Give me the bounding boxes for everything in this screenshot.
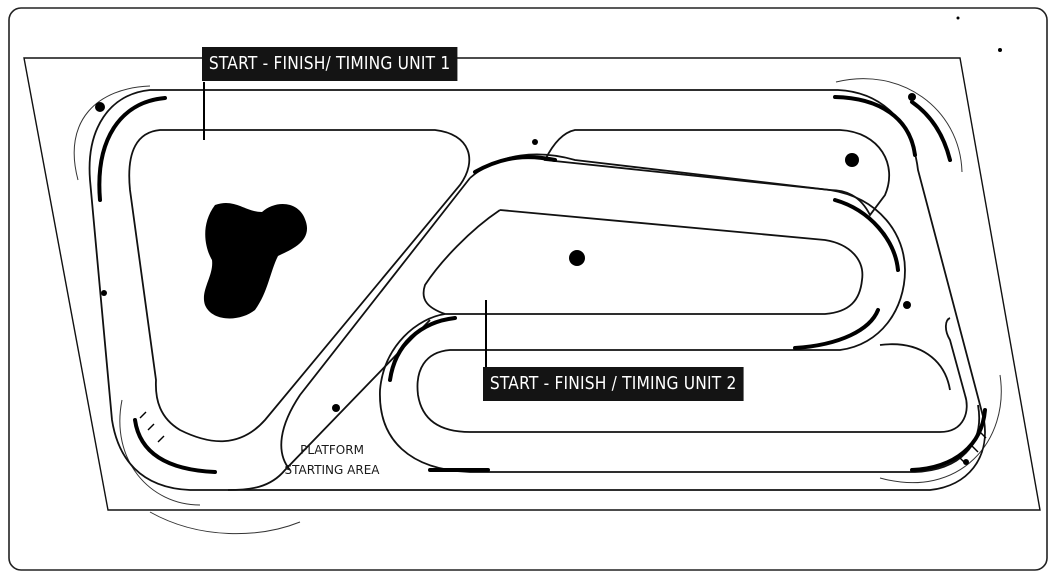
pond-obstacle — [203, 203, 308, 319]
timing-unit-1-callout: START - FINISH/ TIMING UNIT 1 — [202, 47, 458, 81]
platform-label-line1: PLATFORM — [300, 443, 364, 457]
barrier-ticks — [139, 411, 987, 465]
timing-unit-2-callout: START - FINISH / TIMING UNIT 2 — [483, 367, 744, 401]
track-lane-inner — [227, 153, 980, 491]
corner-bulges — [73, 78, 1002, 535]
outer-frame — [8, 7, 1048, 571]
track-base-board — [23, 57, 1041, 511]
platform-starting-area-label: PLATFORM STARTING AREA — [262, 440, 402, 480]
barrier-segments — [97, 95, 987, 474]
platform-label-line2: STARTING AREA — [284, 463, 380, 477]
